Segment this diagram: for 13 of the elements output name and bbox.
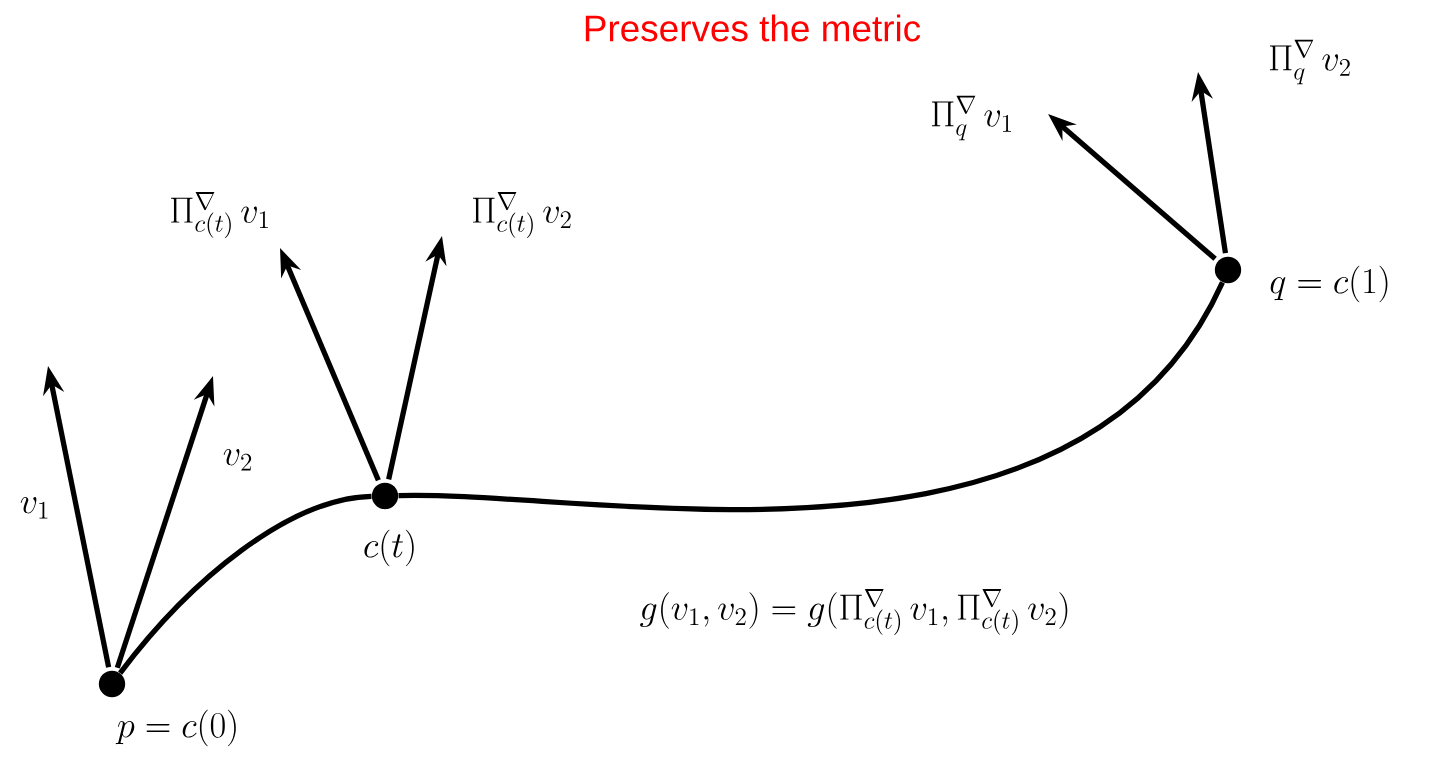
title: Preserves the metric: [585, 14, 921, 42]
point-label: $q = c(1)$: [1270, 265, 1388, 303]
vector-label: $\Pi^{\nabla}_{q}\, v_1$: [931, 95, 1011, 141]
equation: $g(v_1, v_2) = g(\Pi^{\nabla}_{c(t)}\, v_1, \Pi^{\nabla}_{c(t)}\, v_2)$: [640, 589, 1068, 635]
curve: [118, 493, 372, 675]
point-label: $c(t)$: [364, 529, 414, 567]
vector-label: $v_1$: [20, 497, 48, 519]
vector-label: $\Pi^{\nabla}_{c(t)}\, v_1$: [171, 192, 268, 238]
point-label: $p = c(0)$: [115, 709, 236, 747]
vector-label: $\Pi^{\nabla}_{q}\, v_2$: [1269, 39, 1350, 85]
vector-label: $\Pi^{\nabla}_{c(t)}\, v_2$: [473, 192, 571, 238]
vector-label: $v_2$: [223, 449, 252, 471]
curve: [398, 281, 1225, 513]
